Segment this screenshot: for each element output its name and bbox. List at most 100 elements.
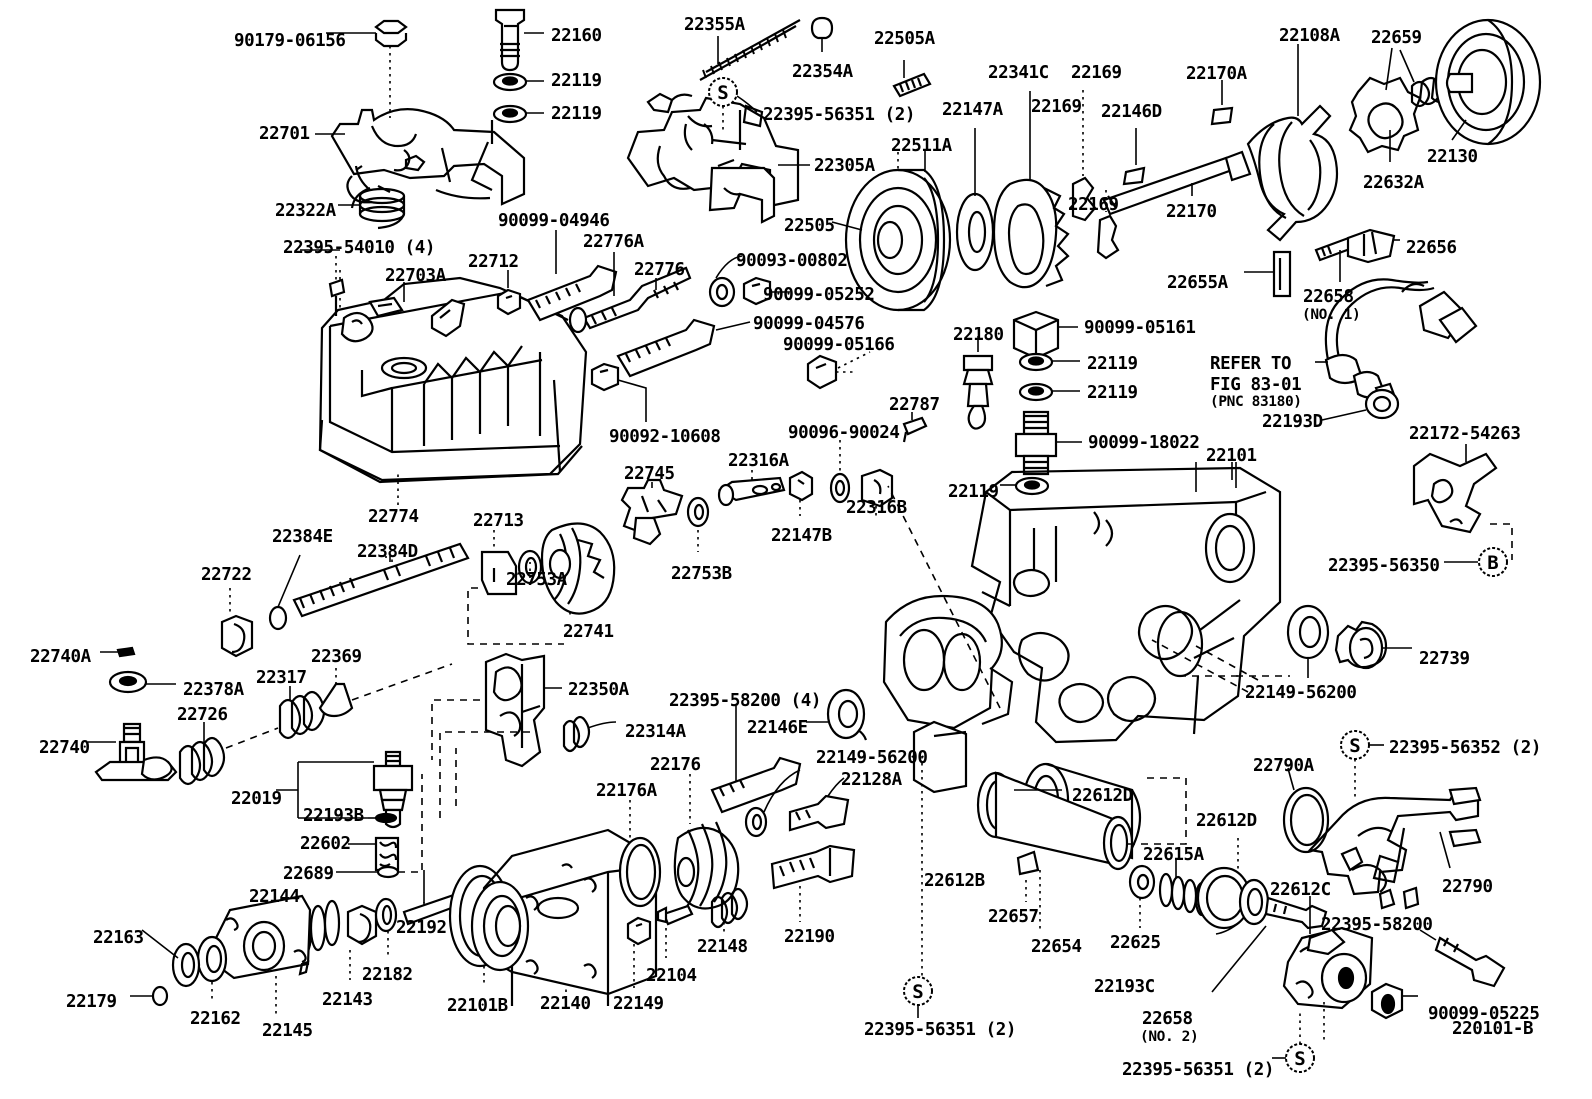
part-22655A-pin (1244, 252, 1290, 296)
part-label-22147a: 22147A (942, 100, 1003, 120)
part-label-22658: 22658 (1303, 287, 1354, 307)
part-22740-body (88, 724, 176, 780)
part-label-22119: 22119 (551, 104, 602, 124)
part-label-no-1: (NO. 1) (1302, 307, 1361, 323)
part-label-22101b: 22101B (447, 996, 508, 1016)
part-label-22722: 22722 (201, 565, 252, 585)
part-label-22144: 22144 (249, 887, 300, 907)
part-22149-56200-washer2 (746, 770, 800, 836)
part-22350A-bracket (432, 654, 562, 766)
part-label-22101: 22101 (1206, 446, 1257, 466)
part-label-22192: 22192 (396, 918, 447, 938)
part-label-22384e: 22384E (272, 527, 333, 547)
part-label-22182: 22182 (362, 965, 413, 985)
part-label-90099-05225: 90099-05225 (1428, 1004, 1540, 1024)
part-label-22147b: 22147B (771, 526, 832, 546)
part-22119-washer-1 (494, 74, 544, 90)
part-90099-05161-nut (1014, 312, 1078, 358)
part-label-22169: 22169 (1071, 63, 1122, 83)
part-22703A-22774-cover (320, 270, 586, 505)
part-label-22019: 22019 (231, 789, 282, 809)
part-22658-no2-bolt (1212, 898, 1326, 992)
part-label-22322a: 22322A (275, 201, 336, 221)
part-22128A-bolt (790, 778, 848, 830)
part-22776-stud (570, 252, 690, 332)
part-label-22395-58200: 22395-58200 (1321, 915, 1433, 935)
part-22701-bracket (315, 109, 524, 208)
part-label-22149: 22149 (613, 994, 664, 1014)
part-label-22160: 22160 (551, 26, 602, 46)
part-22355A-clamp (700, 20, 800, 80)
part-22160-bolt (496, 10, 544, 70)
part-label-90179-06156: 90179-06156 (234, 31, 346, 51)
part-label-22701: 22701 (259, 124, 310, 144)
part-label-22505: 22505 (784, 216, 835, 236)
part-label-refer-to: REFER TO (1210, 354, 1292, 374)
svg-text:S: S (1294, 1048, 1305, 1070)
part-label-22712: 22712 (468, 252, 519, 272)
part-22726-spring (180, 722, 278, 784)
part-22314A-spring (564, 717, 616, 751)
part-label-90099-18022: 90099-18022 (1088, 433, 1200, 453)
part-label-22726: 22726 (177, 705, 228, 725)
part-label-fig-83-01: FIG 83-01 (1210, 375, 1302, 395)
part-22162-seal (198, 937, 226, 1002)
part-22378A-oring (110, 672, 176, 692)
part-label-22146e: 22146E (747, 718, 808, 738)
part-label-22774: 22774 (368, 507, 419, 527)
part-label-no-2: (NO. 2) (1140, 1029, 1199, 1045)
part-label-22659: 22659 (1371, 28, 1422, 48)
svg-text:S: S (912, 981, 923, 1003)
part-22787-pin (904, 412, 926, 442)
part-22170-shaft (1104, 152, 1250, 214)
part-22612D-sleeve (978, 773, 1186, 932)
part-label-22128a: 22128A (841, 770, 902, 790)
part-label-22384d: 22384D (357, 542, 418, 562)
part-label-22740a: 22740A (30, 647, 91, 667)
part-22739-plug (1336, 622, 1412, 668)
part-label-22790a: 22790A (1253, 756, 1314, 776)
part-90099-05225-nut (1372, 984, 1418, 1018)
part-label-22395-56351-2: 22395-56351 (2) (1122, 1060, 1275, 1080)
part-sensor-fig8301 (1315, 279, 1476, 420)
part-label-22787: 22787 (889, 395, 940, 415)
part-22172-54263-bracket (1414, 444, 1512, 562)
part-label-90099-04576: 90099-04576 (753, 314, 865, 334)
part-22395-58200-bolt (712, 706, 800, 812)
part-label-22305a: 22305A (814, 156, 875, 176)
part-90096-90024-washer (831, 440, 849, 502)
part-22745-bracket (622, 480, 682, 544)
part-label-22395-56351-2: 22395-56351 (2) (864, 1020, 1017, 1040)
part-22147A-washer (957, 128, 993, 270)
part-label-22739: 22739 (1419, 649, 1470, 669)
part-22753B-washer (688, 498, 708, 552)
part-22163-washer (142, 930, 199, 986)
part-label-90099-04946: 90099-04946 (498, 211, 610, 231)
part-22146E-bushing (806, 690, 866, 740)
part-label-22172-54263: 22172-54263 (1409, 424, 1521, 444)
part-label-22179: 22179 (66, 992, 117, 1012)
part-label-22657: 22657 (988, 907, 1039, 927)
part-label-22654: 22654 (1031, 937, 1082, 957)
part-label-22745: 22745 (624, 464, 675, 484)
marker-s-5: S (1272, 1010, 1314, 1072)
part-22753A-washer (519, 551, 541, 585)
part-22169-key-1 (1073, 90, 1095, 220)
part-90179-06156-nut (326, 21, 406, 118)
part-22317-spring (280, 686, 324, 738)
part-label-pnc-83180: (PNC 83180) (1210, 394, 1302, 410)
part-22341C-plate (994, 91, 1068, 287)
part-label-22354a: 22354A (792, 62, 853, 82)
part-label-22119: 22119 (948, 482, 999, 502)
part-22632A-hub (1350, 48, 1420, 162)
part-label-90099-05161: 90099-05161 (1084, 318, 1196, 338)
part-label-22658: 22658 (1142, 1009, 1193, 1029)
part-label-22602: 22602 (300, 834, 351, 854)
part-label-90099-05252: 90099-05252 (763, 285, 875, 305)
part-22149-nut (628, 918, 650, 988)
part-22656-clamp (1348, 230, 1400, 262)
part-label-22193b: 22193B (303, 806, 364, 826)
marker-s-1: S (709, 78, 757, 134)
part-label-22395-58200-4: 22395-58200 (4) (669, 691, 822, 711)
part-22104-screw (658, 906, 692, 958)
